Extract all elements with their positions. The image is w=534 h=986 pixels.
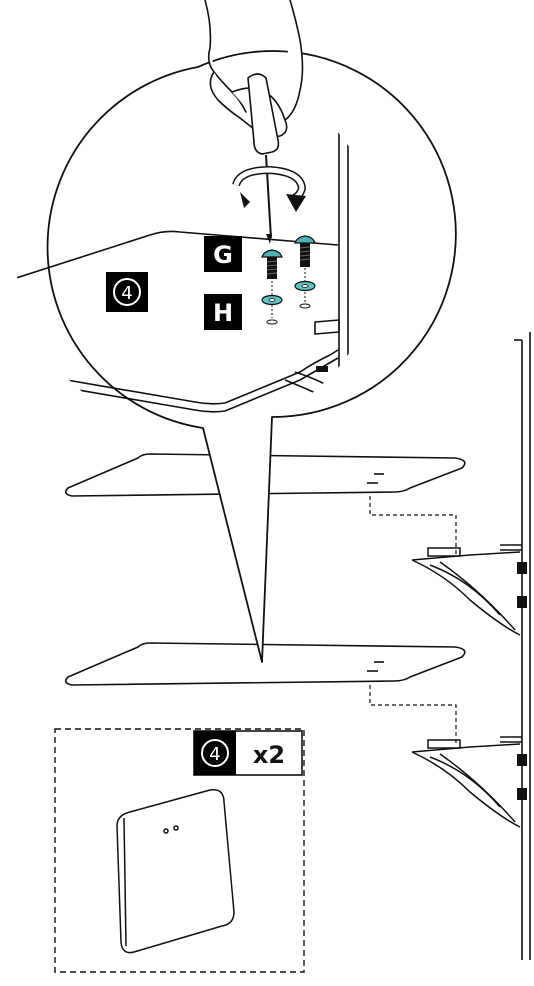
upper-bracket-knob-2	[517, 596, 527, 608]
parts-box-quantity: x2	[253, 741, 285, 769]
lower-shelf-plate	[66, 643, 465, 685]
washer-h-left	[262, 296, 282, 305]
lower-bracket-knob-1	[517, 754, 527, 766]
label-g: G	[204, 236, 242, 272]
upper-bracket-knob-1	[517, 562, 527, 574]
lower-bracket	[412, 737, 522, 827]
shelf-plate-part-illustration	[117, 790, 234, 953]
washer-h-right	[295, 282, 315, 291]
label-step-4: 4	[106, 272, 148, 312]
alignment-guides	[370, 496, 456, 745]
zoom-callout	[48, 51, 456, 662]
parts-box-part-number: 4	[209, 744, 220, 765]
lower-bracket-knob-2	[517, 788, 527, 800]
stand-frame	[514, 332, 530, 960]
label-h: H	[204, 294, 242, 330]
upper-bracket	[412, 545, 522, 635]
label-h-text: H	[213, 299, 233, 327]
label-step-4-text: 4	[121, 283, 132, 304]
label-g-text: G	[213, 241, 233, 269]
